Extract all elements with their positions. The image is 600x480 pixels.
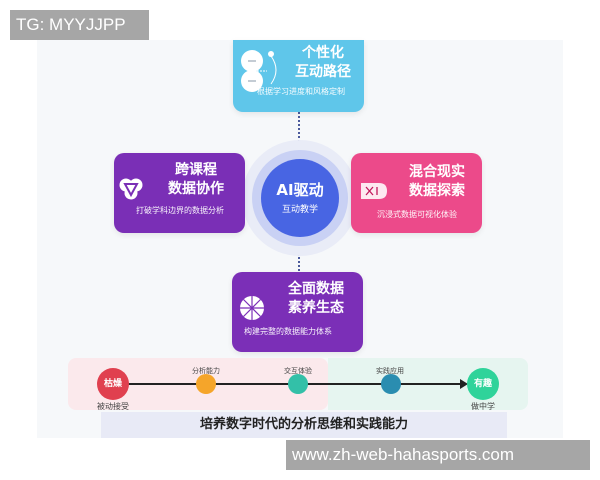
connector-bottom xyxy=(298,254,300,274)
timeline-step-1-label: 分析能力 xyxy=(192,367,220,375)
card-top-subtitle: 根据学习进度和风格定制 xyxy=(257,87,345,96)
card-bottom-title-line1: 全面数据 xyxy=(288,281,344,297)
timeline-end-node: 有趣 xyxy=(467,368,499,400)
card-left-title-line2: 数据协作 xyxy=(168,181,224,197)
card-right-title: 混合现实 数据探索 xyxy=(397,163,477,201)
card-top-title: 个性化 互动路径 xyxy=(283,44,363,82)
card-top-title-line1: 个性化 xyxy=(302,45,344,61)
hub-circle: AI驱动 互动教学 xyxy=(261,159,339,237)
toggle-nodes-icon xyxy=(241,50,277,92)
card-bottom-title: 全面数据 素养生态 xyxy=(276,280,356,318)
timeline-start-node: 枯燥 xyxy=(97,368,129,400)
timeline-step-1-node xyxy=(196,374,216,394)
wheel-icon xyxy=(240,296,264,320)
arrow-right-icon xyxy=(460,379,468,389)
card-right-title-line1: 混合现实 xyxy=(409,164,465,180)
hub-subtitle: 互动教学 xyxy=(281,205,318,215)
card-left-title-line1: 跨课程 xyxy=(175,162,217,178)
card-mixed-reality: 混合现实 数据探索 沉浸式数据可视化体验 xyxy=(351,153,482,233)
timeline-step-2-node xyxy=(288,374,308,394)
xr-headset-icon xyxy=(361,183,387,199)
watermark-top-left: TG: MYYJJPP xyxy=(10,10,149,40)
timeline-step-3-label: 实践应用 xyxy=(376,367,404,375)
venn-triangle-icon xyxy=(119,178,143,200)
timeline-step-3-node xyxy=(381,374,401,394)
hub-title: AI驱动 xyxy=(276,181,324,199)
card-left-title: 跨课程 数据协作 xyxy=(156,161,236,199)
timeline-end-caption: 做中学 xyxy=(471,402,495,411)
card-personalized-path: 个性化 互动路径 根据学习进度和风格定制 xyxy=(233,40,364,112)
timeline-step-2-label: 交互体验 xyxy=(284,367,312,375)
card-right-subtitle: 沉浸式数据可视化体验 xyxy=(377,210,457,219)
card-bottom-subtitle: 构建完整的数据能力体系 xyxy=(244,327,332,336)
card-bottom-title-line2: 素养生态 xyxy=(288,300,344,316)
summary-banner: 培养数字时代的分析思维和实践能力 xyxy=(101,412,507,438)
card-data-literacy: 全面数据 素养生态 构建完整的数据能力体系 xyxy=(232,272,363,352)
card-top-title-line2: 互动路径 xyxy=(295,64,351,80)
card-right-title-line2: 数据探索 xyxy=(409,183,465,199)
timeline-start-caption: 被动接受 xyxy=(97,402,129,411)
watermark-bottom-right: www.zh-web-hahasports.com xyxy=(286,440,590,470)
card-left-subtitle: 打破学科边界的数据分析 xyxy=(136,206,224,215)
card-cross-course: 跨课程 数据协作 打破学科边界的数据分析 xyxy=(114,153,245,233)
connector-top xyxy=(298,112,300,142)
